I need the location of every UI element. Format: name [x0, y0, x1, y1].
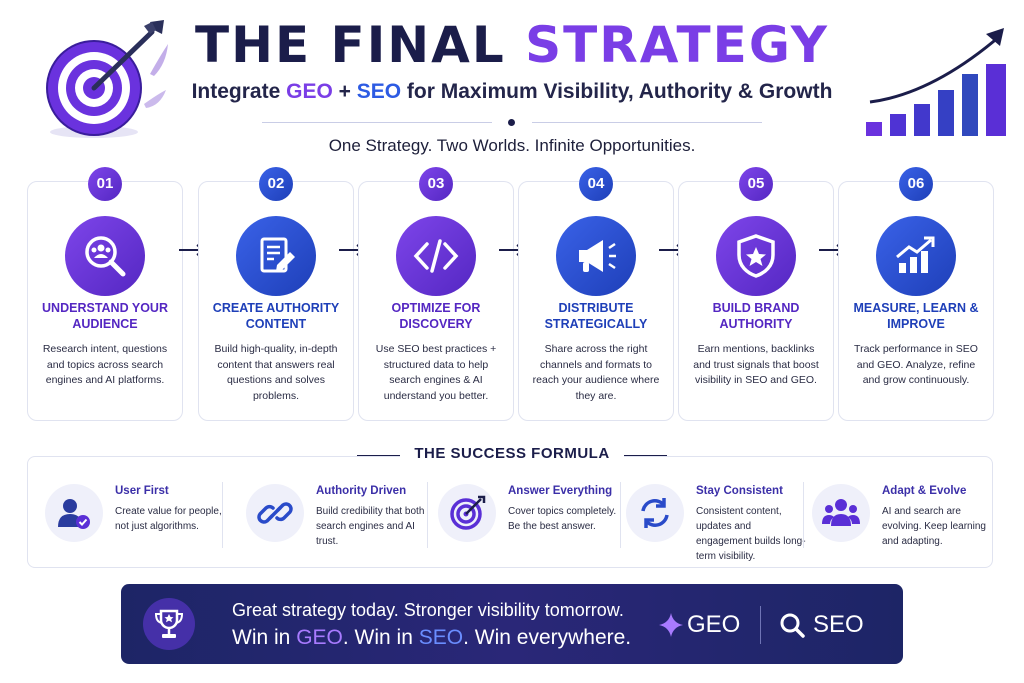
step-card-6: 06 Measure, learn & improve Track perfor…	[838, 167, 994, 421]
formula-item-user-first: User First Create value for people, not …	[45, 480, 225, 550]
formula-item-authority-driven: Authority Driven Build credibility that …	[246, 480, 426, 550]
divider	[427, 482, 428, 548]
formula-item-adapt-evolve: Adapt & Evolve AI and search are evolvin…	[812, 480, 992, 550]
link-icon	[246, 484, 304, 542]
formula-description: Consistent content, updates and engageme…	[696, 506, 806, 562]
step-title: Measure, learn & improve	[853, 301, 979, 331]
header-divider	[262, 119, 762, 126]
formula-title: Answer Everything	[508, 485, 613, 497]
step-number: 05	[739, 167, 773, 201]
target-icon	[438, 484, 496, 542]
step-title: Optimize for discovery	[391, 301, 481, 331]
step-card-2: 02 Create authority content Build high-q…	[198, 167, 354, 421]
growth-bars-icon	[866, 28, 1006, 136]
closing-banner: Great strategy today. Stronger visibilit…	[121, 584, 903, 664]
step-description: Use SEO best practices + structured data…	[375, 343, 497, 402]
formula-title: Authority Driven	[316, 485, 407, 497]
target-arrow-icon	[46, 20, 168, 138]
banner-line-2: Win in GEO. Win in SEO. Win everywhere.	[232, 626, 632, 649]
step-number: 06	[899, 167, 933, 201]
divider	[222, 482, 223, 548]
formula-title: User First	[115, 485, 169, 497]
page-subtitle: Integrate GEO + SEO for Maximum Visibili…	[191, 80, 833, 103]
step-card-1: 01 Understand your audience Research int…	[27, 167, 183, 421]
step-description: Build high-quality, in-depth content tha…	[214, 343, 338, 402]
step-title: Create authority content	[212, 301, 340, 331]
step-number: 02	[259, 167, 293, 201]
success-formula-heading: THE SUCCESS FORMULA	[0, 445, 1024, 463]
divider	[621, 455, 667, 456]
formula-description: Build credibility that both search engin…	[316, 506, 425, 547]
sparkle-icon	[659, 613, 683, 637]
divider	[760, 606, 761, 644]
tagline: One Strategy. Two Worlds. Infinite Oppor…	[328, 136, 696, 155]
step-title: Build brand authority	[712, 301, 800, 331]
banner-line-1: Great strategy today. Stronger visibilit…	[232, 600, 624, 620]
formula-title: Stay Consistent	[696, 485, 783, 497]
step-title: Understand your audience	[42, 301, 168, 331]
megaphone-icon	[556, 216, 636, 296]
growth-chart-icon	[876, 216, 956, 296]
document-pen-icon	[236, 216, 316, 296]
step-number: 03	[419, 167, 453, 201]
step-description: Research intent, questions and topics ac…	[42, 343, 168, 386]
divider	[357, 455, 403, 456]
step-number: 04	[579, 167, 613, 201]
divider	[620, 482, 621, 548]
formula-title: Adapt & Evolve	[882, 485, 967, 497]
formula-description: Create value for people, not just algori…	[115, 506, 222, 532]
user-check-icon	[45, 484, 103, 542]
step-number: 01	[88, 167, 122, 201]
step-description: Share across the right channels and form…	[532, 343, 660, 402]
trophy-icon	[143, 598, 195, 650]
refresh-icon	[626, 484, 684, 542]
team-icon	[812, 484, 870, 542]
code-icon	[396, 216, 476, 296]
seo-label: SEO	[779, 611, 864, 639]
formula-item-answer-everything: Answer Everything Cover topics completel…	[438, 480, 618, 550]
formula-description: AI and search are evolving. Keep learnin…	[882, 506, 986, 547]
page-title: THE FINAL STRATEGY	[195, 16, 829, 74]
formula-description: Cover topics completely. Be the best ans…	[508, 506, 617, 532]
step-card-4: 04 Distribute strategically Share across…	[518, 167, 674, 421]
geo-label: GEO	[657, 611, 740, 639]
audience-search-icon	[65, 216, 145, 296]
step-description: Earn mentions, backlinks and trust signa…	[693, 343, 819, 386]
divider	[803, 482, 804, 548]
search-icon	[780, 613, 805, 638]
step-title: Distribute strategically	[544, 301, 648, 331]
step-card-3: 03 Optimize for discovery Use SEO best p…	[358, 167, 514, 421]
shield-star-icon	[716, 216, 796, 296]
formula-item-stay-consistent: Stay Consistent Consistent content, upda…	[626, 480, 806, 562]
step-description: Track performance in SEO and GEO. Analyz…	[854, 343, 978, 386]
step-card-5: 05 Build brand authority Earn mentions, …	[678, 167, 834, 421]
